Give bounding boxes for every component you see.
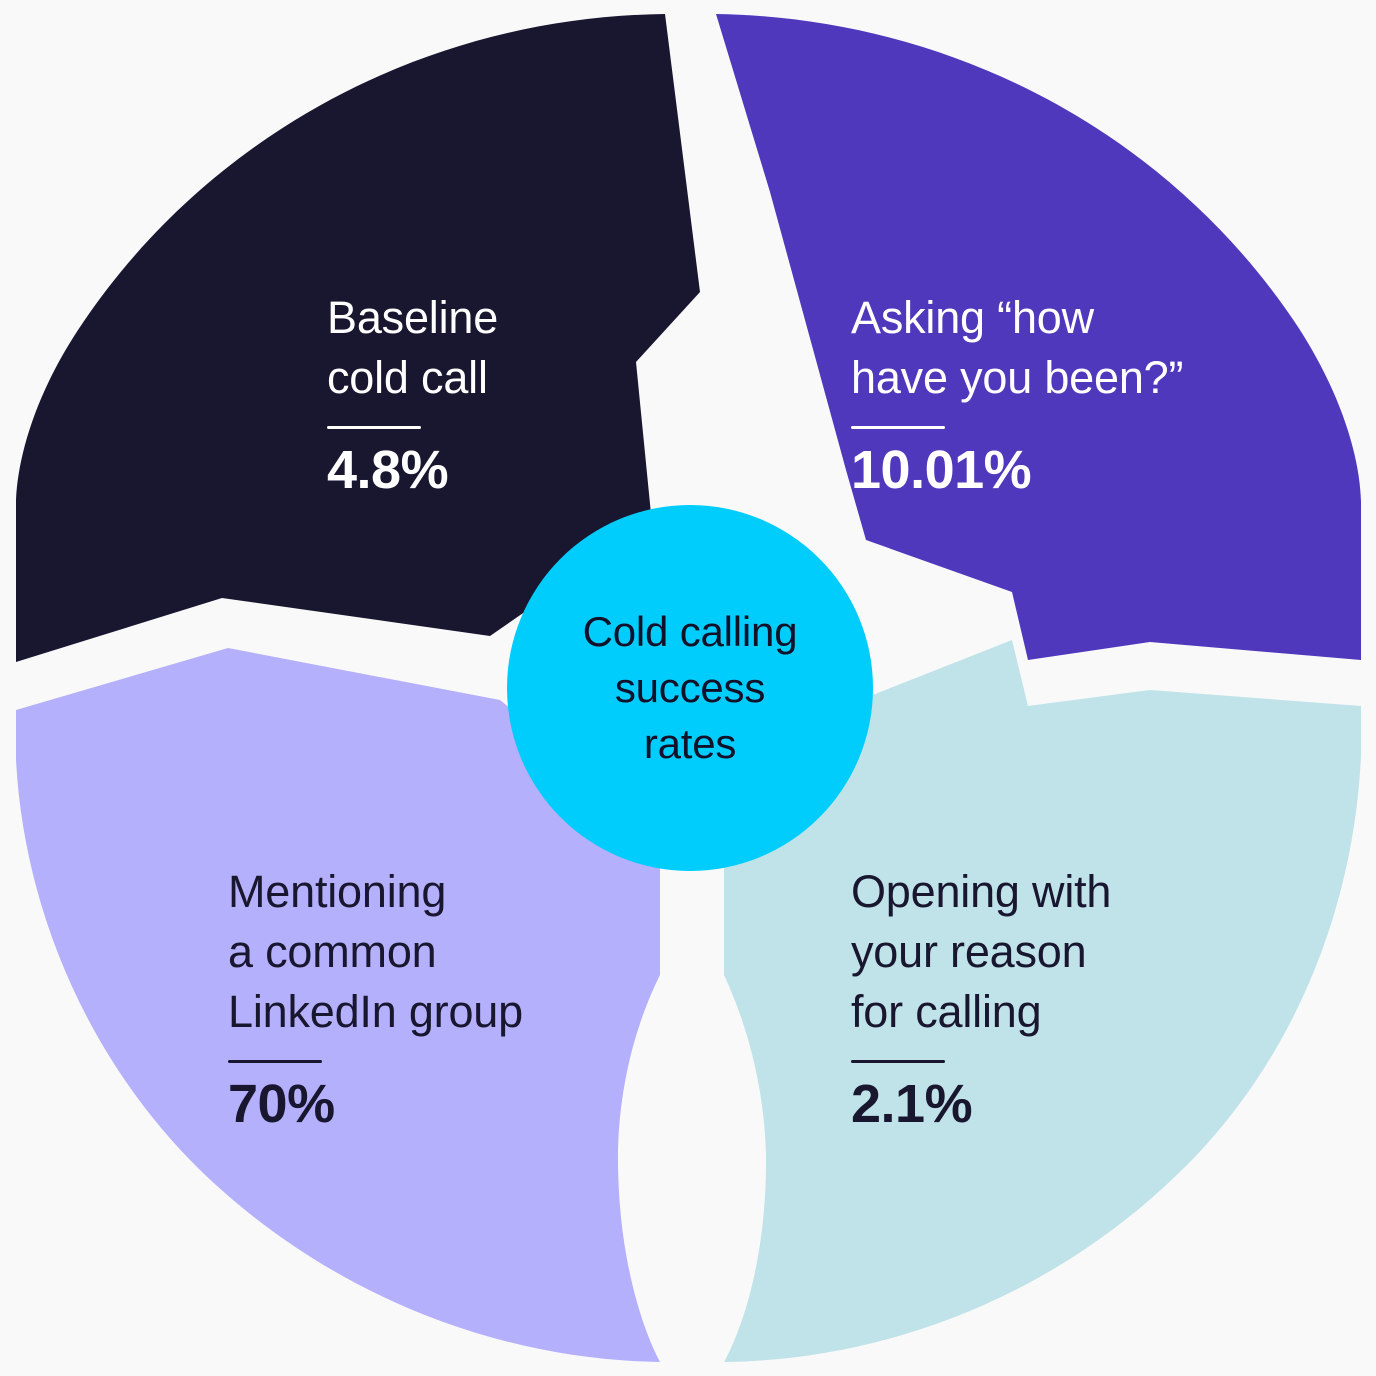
chart-center-title: Cold calling success rates	[582, 608, 798, 767]
segment-opening-with-your-reason-for-calling: Opening with your reason for calling 2.1…	[851, 862, 1111, 1134]
segment-value: 2.1%	[851, 1073, 973, 1134]
pie-slice-baseline-cold-call[interactable]	[16, 14, 700, 662]
segment-value: 10.01%	[851, 439, 1032, 500]
segment-divider	[228, 1059, 322, 1063]
segment-divider	[327, 425, 421, 429]
segment-value: 70%	[228, 1073, 335, 1134]
pie-slice-mentioning-common-linkedin-group[interactable]	[16, 648, 660, 1362]
segment-title: Opening with your reason for calling	[851, 866, 1112, 1037]
segment-divider	[851, 1059, 945, 1063]
segment-value: 4.8%	[327, 439, 449, 500]
segment-title: Mentioning a common LinkedIn group	[228, 866, 523, 1037]
segment-divider	[851, 425, 945, 429]
pie-slice-opening-with-your-reason-for-calling[interactable]	[724, 640, 1361, 1362]
chart-center-hub: Cold calling success rates	[507, 505, 873, 871]
segment-asking-how-have-you-been: Asking “how have you been?” 10.01%	[851, 288, 1183, 500]
segment-title: Asking “how have you been?”	[851, 292, 1184, 403]
segment-baseline-cold-call: Baseline cold call 4.8%	[327, 288, 498, 500]
segment-mentioning-common-linkedin-group: Mentioning a common LinkedIn group 70%	[228, 862, 523, 1134]
segment-title: Baseline cold call	[327, 292, 499, 403]
pie-slice-asking-how-have-you-been[interactable]	[716, 14, 1361, 660]
